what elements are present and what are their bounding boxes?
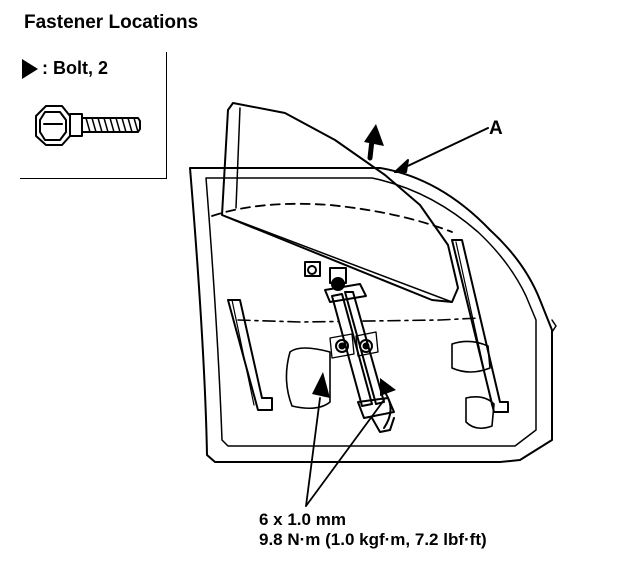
torque-spec: 6 x 1.0 mm 9.8 N·m (1.0 kgf·m, 7.2 lbf·f… bbox=[259, 510, 487, 550]
bolt-marker-left bbox=[312, 372, 330, 398]
door-panel bbox=[189, 167, 557, 463]
regulator-bolts bbox=[329, 331, 379, 359]
spec-leader-left bbox=[305, 397, 321, 507]
left-run-channel bbox=[227, 299, 273, 411]
bolt-icon bbox=[35, 105, 141, 146]
right-run-channel bbox=[451, 239, 509, 413]
callout-leader-a bbox=[394, 127, 489, 173]
bolt-size: 6 x 1.0 mm bbox=[259, 510, 346, 529]
callout-label-a: A bbox=[489, 118, 503, 139]
page-title: Fastener Locations bbox=[24, 12, 199, 33]
legend-bolt: : Bolt, 2 bbox=[22, 58, 108, 79]
bolt-torque: 9.8 N·m (1.0 kgf·m, 7.2 lbf·ft) bbox=[259, 530, 487, 549]
spec-leader-right bbox=[305, 399, 385, 507]
bolt-marker-icon bbox=[22, 58, 38, 79]
mounting-line bbox=[237, 317, 481, 323]
callout-arrowhead bbox=[394, 159, 409, 173]
legend-box bbox=[20, 52, 167, 179]
removal-arrowhead bbox=[364, 124, 384, 146]
panel-cutouts bbox=[285, 340, 495, 430]
glass-path-line bbox=[211, 202, 453, 233]
legend-bolt-label: : Bolt, 2 bbox=[42, 58, 108, 78]
glass-brackets bbox=[304, 261, 347, 291]
window-glass bbox=[221, 102, 459, 303]
bolt-marker-right bbox=[380, 378, 396, 396]
